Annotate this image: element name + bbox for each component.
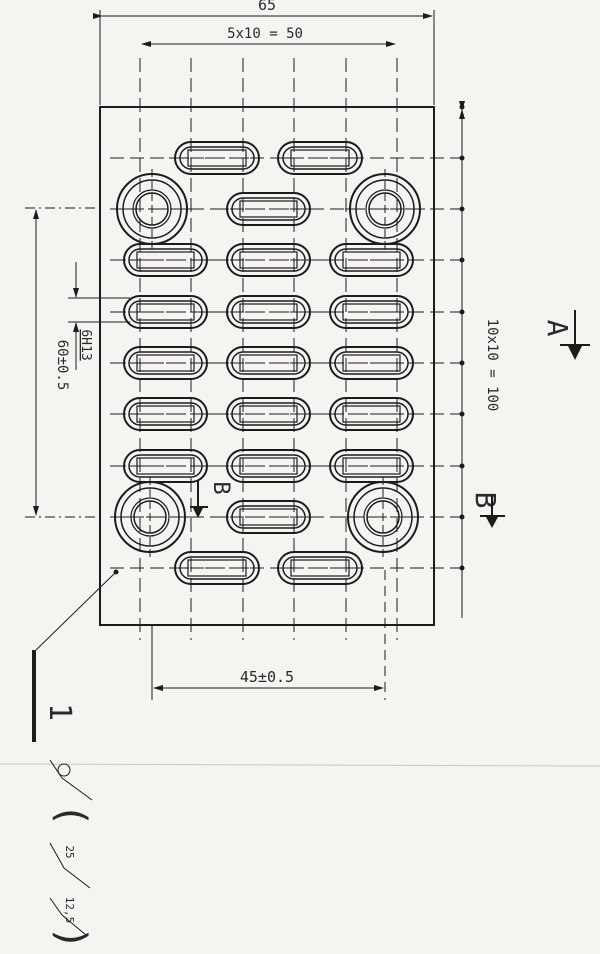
slot-hole [221,449,316,483]
slot-hole [118,449,213,483]
slot-hole [118,295,213,329]
section-marker-a: A [541,310,590,360]
counterbored-hole [343,477,423,557]
dimension-hole-span-vertical: 60±0.5 [25,207,100,518]
svg-text:A: A [541,320,574,337]
slot-hole [169,551,265,585]
slot-hole [272,141,368,175]
roughness-value-12-5: 12,5 [63,897,76,924]
dimension-column-pitch: 5x10 = 50 [141,26,396,47]
dimension-row-pitch: 10x10 = 100 [459,101,500,618]
slot-hole [221,295,316,329]
slot-hole [324,243,419,277]
plate-outline [99,106,435,626]
counterbored-hole [345,169,425,249]
slot-hole [221,500,316,534]
slot-hole [324,346,419,380]
dimension-hole-span-horizontal: 45±0.5 [151,570,386,700]
dimension-text-60: 60±0.5 [54,340,70,391]
dimension-text-65: 65 [258,0,276,14]
dimension-text-45: 45±0.5 [240,668,294,686]
roughness-symbol-removal-icon [49,759,93,801]
part-leader: 1 [32,569,119,742]
slot-hole [221,243,316,277]
part-number: 1 [42,703,77,721]
roughness-symbol-icon [49,897,87,936]
slot-hole [324,449,419,483]
slot-hole [324,295,419,329]
paper-fold-line [0,763,600,767]
dimension-text-6h13: 6H13 [78,329,93,360]
svg-text:B: B [469,492,502,509]
slot-hole [324,397,419,431]
dimension-overall-width: 65 [93,0,435,105]
section-marker-b-inner: B [190,480,233,518]
slot-hole [221,397,316,431]
slot-hole [118,346,213,380]
roughness-value-25: 25 [63,845,76,858]
slot-hole [221,192,316,226]
slot-hole [118,243,213,277]
slot-hole [221,346,316,380]
dimension-text-10x10: 10x10 = 100 [484,319,500,412]
dimension-thread: 6H13 [68,262,130,370]
roughness-symbol-icon [49,842,91,889]
slot-hole [169,141,265,175]
roughness-close-paren: ) [48,926,94,950]
counterbored-hole [110,477,190,557]
svg-text:B: B [208,481,233,494]
slot-hole [272,551,368,585]
section-marker-b: B [469,492,505,528]
dimension-text-5x10: 5x10 = 50 [227,26,303,42]
slot-hole [118,397,213,431]
roughness-open-paren: ( [48,803,94,827]
surface-roughness-symbols: ( 25 12,5 ) [48,759,94,950]
counterbored-hole [112,169,192,249]
hole-pattern [110,141,425,585]
